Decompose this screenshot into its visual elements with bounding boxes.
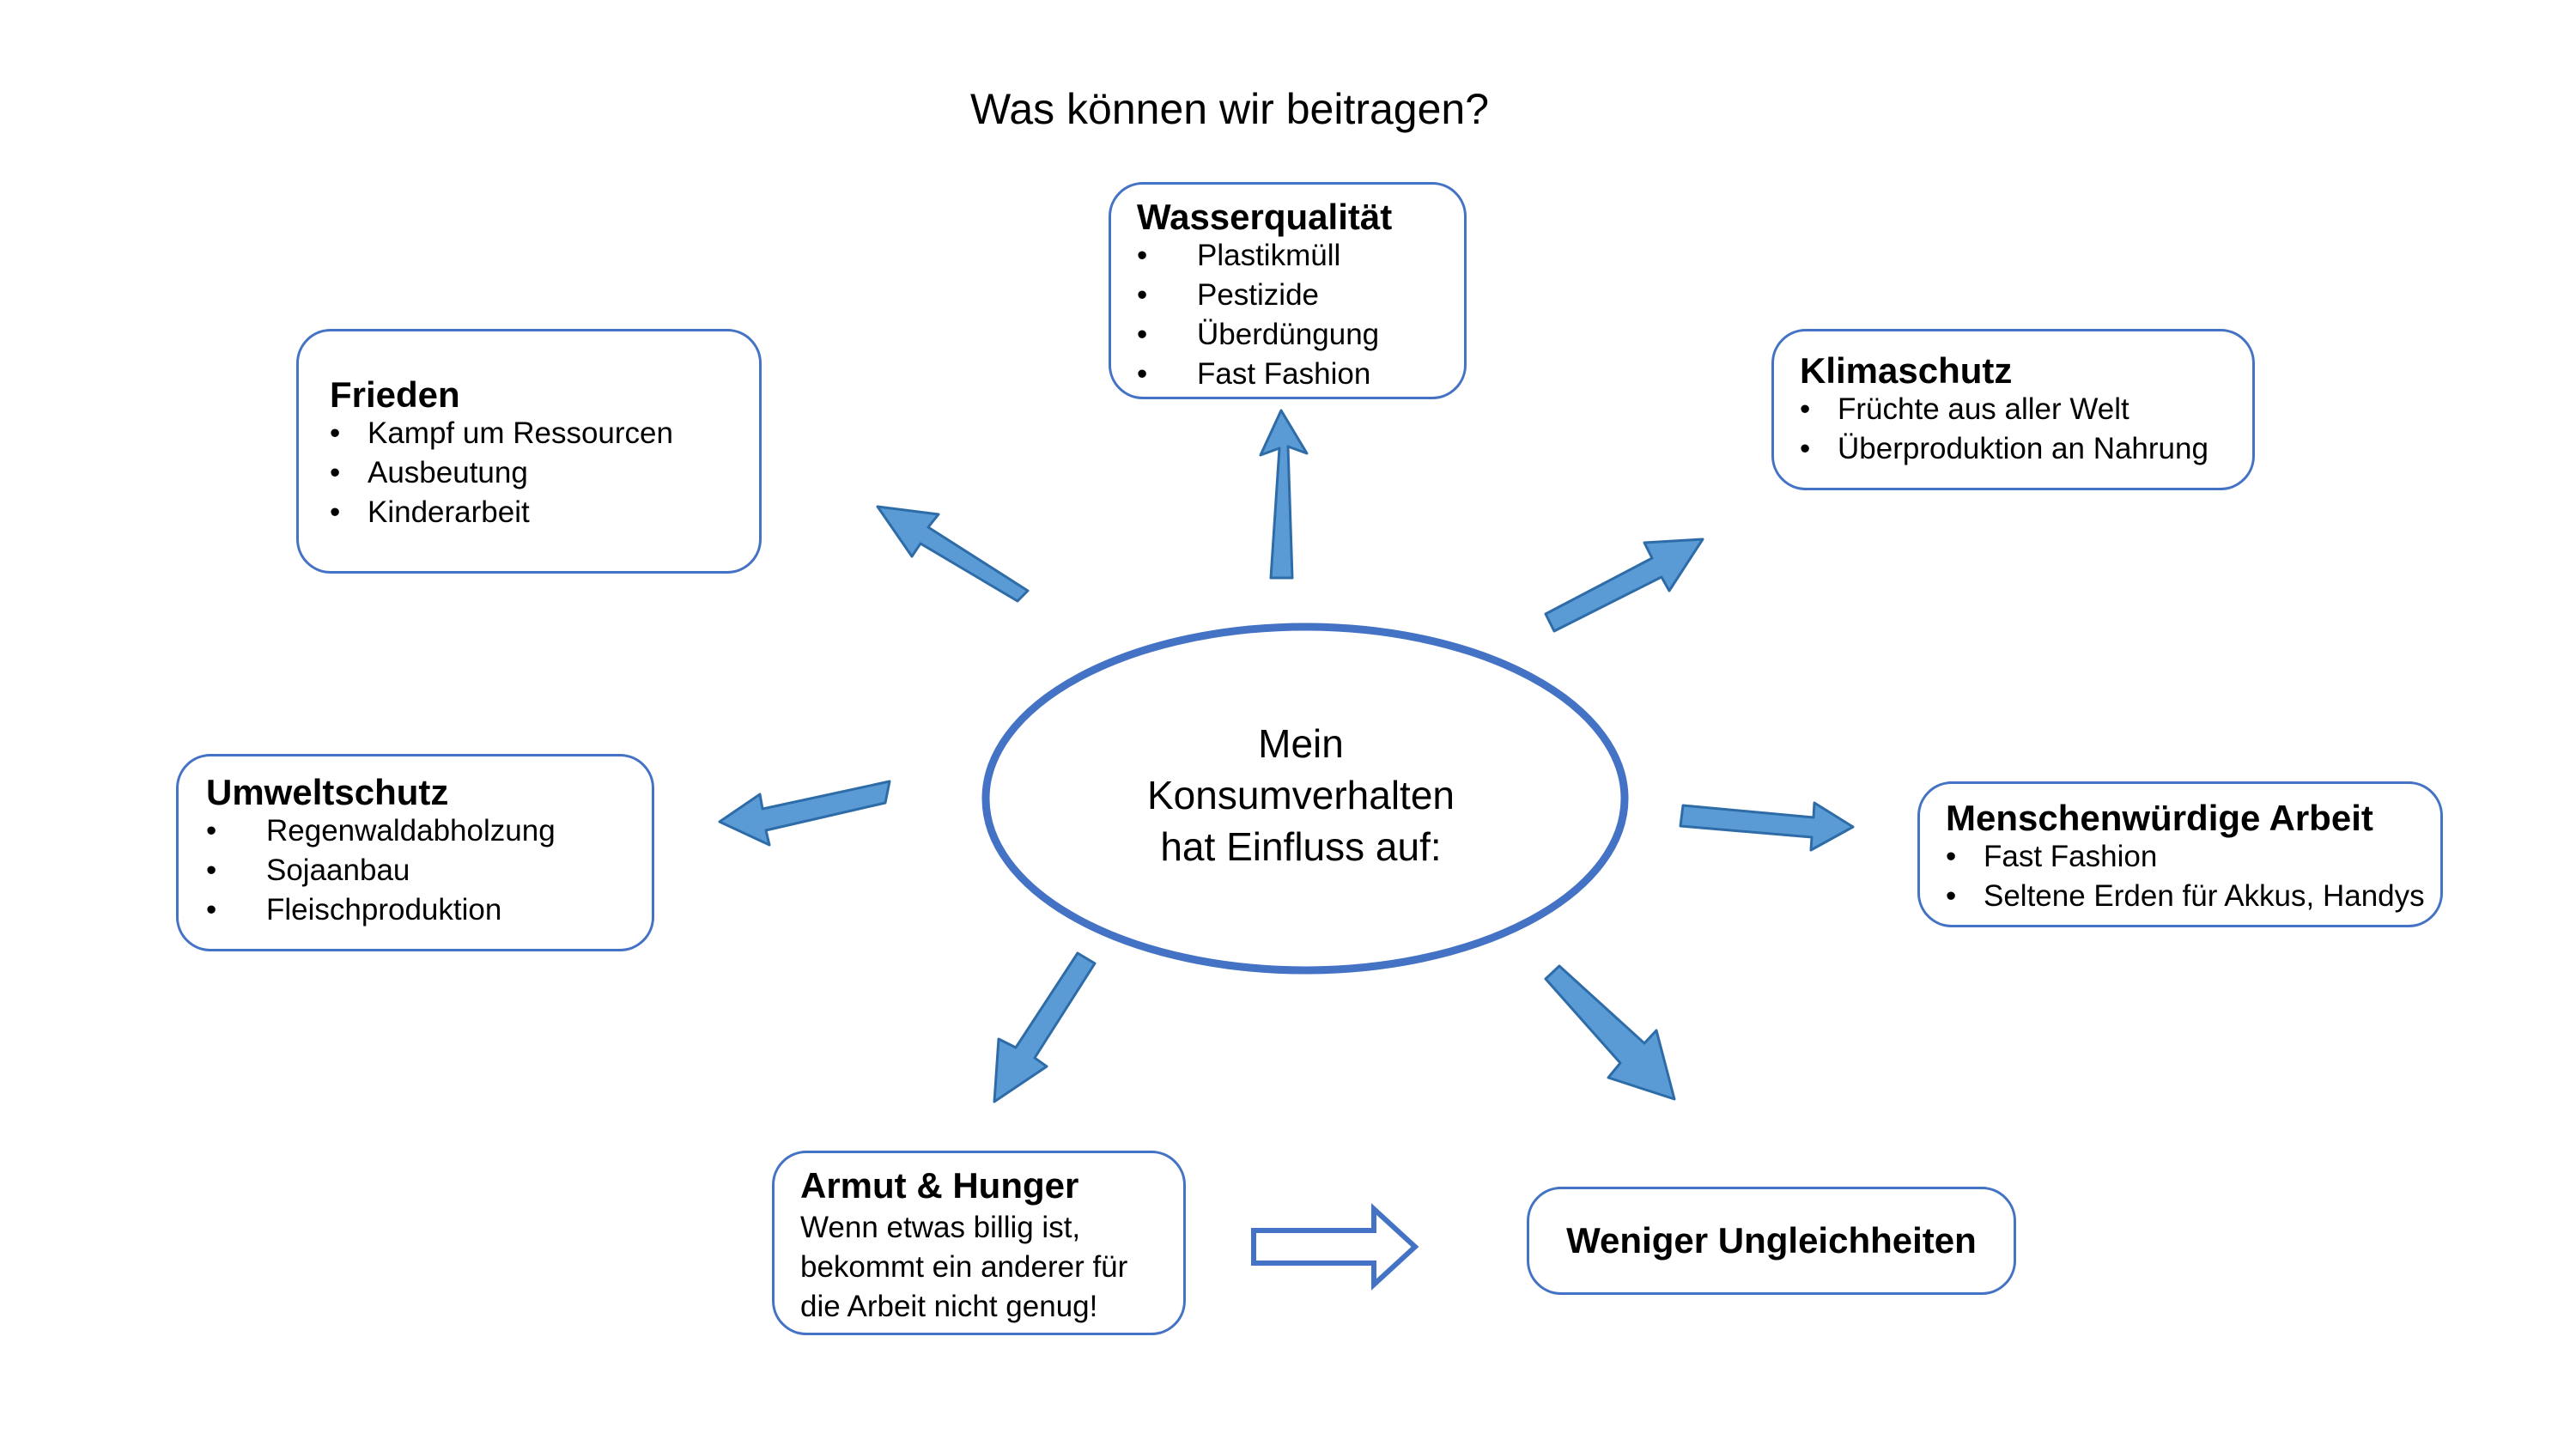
center-label: Mein Konsumverhalten hat Einfluss auf: <box>1022 718 1580 872</box>
box-text-line: Wenn etwas billig ist, <box>800 1211 1081 1244</box>
arrow-to-menschenwuerdige-arbeit <box>1679 801 1855 852</box>
arrow-to-armut-hunger <box>993 951 1097 1103</box>
list-item: Kampf um Ressourcen <box>330 414 759 453</box>
center-line: Mein <box>1258 721 1344 766</box>
arrow-armut-to-ungleichheiten <box>1251 1203 1419 1291</box>
bullet-list: Plastikmüll Pestizide Überdüngung Fast F… <box>1137 236 1464 394</box>
list-item: Fast Fashion <box>1137 355 1464 394</box>
bullet-list: Früchte aus aller Welt Überproduktion an… <box>1800 390 2252 469</box>
list-item: Fleischproduktion <box>206 890 652 930</box>
list-item: Regenwaldabholzung <box>206 811 652 851</box>
arrow-to-wasserqualitaet <box>1259 409 1309 580</box>
box-armut-hunger: Armut & Hunger Wenn etwas billig ist, be… <box>772 1151 1186 1335</box>
box-title: Wasserqualität <box>1137 197 1393 237</box>
arrow-to-weniger-ungleichheiten <box>1544 964 1676 1101</box>
list-item: Überdüngung <box>1137 315 1464 355</box>
arrow-to-frieden <box>876 505 1030 603</box>
box-title: Menschenwürdige Arbeit <box>1946 798 2373 838</box>
list-item: Plastikmüll <box>1137 236 1464 276</box>
list-item: Überproduktion an Nahrung <box>1800 429 2252 469</box>
center-line: Konsumverhalten <box>1147 773 1455 817</box>
box-title: Umweltschutz <box>206 772 449 812</box>
box-title: Weniger Ungleichheiten <box>1566 1220 1977 1261</box>
list-item: Früchte aus aller Welt <box>1800 390 2252 429</box>
bullet-list: Regenwaldabholzung Sojaanbau Fleischprod… <box>206 811 652 930</box>
arrow-to-klimaschutz <box>1544 538 1704 633</box>
arrow-to-umweltschutz <box>718 780 891 847</box>
center-line: hat Einfluss auf: <box>1160 824 1442 869</box>
box-text-line: die Arbeit nicht genug! <box>800 1290 1098 1323</box>
box-title: Klimaschutz <box>1800 350 2013 391</box>
list-item: Pestizide <box>1137 276 1464 315</box>
bullet-list: Kampf um Ressourcen Ausbeutung Kinderarb… <box>330 414 759 532</box>
box-title: Frieden <box>330 374 460 415</box>
box-weniger-ungleichheiten: Weniger Ungleichheiten <box>1527 1187 2016 1295</box>
box-frieden: Frieden Kampf um Ressourcen Ausbeutung K… <box>296 329 762 574</box>
box-klimaschutz: Klimaschutz Früchte aus aller Welt Überp… <box>1771 329 2255 490</box>
list-item: Fast Fashion <box>1946 837 2440 877</box>
diagram-title: Was können wir beitragen? <box>970 85 1490 133</box>
list-item: Sojaanbau <box>206 851 652 890</box>
center-ellipse <box>981 623 1629 975</box>
list-item: Seltene Erden für Akkus, Handys <box>1946 877 2440 916</box>
box-wasserqualitaet: Wasserqualität Plastikmüll Pestizide Übe… <box>1109 182 1467 399</box>
bullet-list: Fast Fashion Seltene Erden für Akkus, Ha… <box>1946 837 2440 916</box>
box-text-line: bekommt ein anderer für <box>800 1250 1128 1284</box>
list-item: Ausbeutung <box>330 453 759 493</box>
box-title: Armut & Hunger <box>800 1165 1079 1206</box>
box-umweltschutz: Umweltschutz Regenwaldabholzung Sojaanba… <box>176 754 654 951</box>
box-menschenwuerdige-arbeit: Menschenwürdige Arbeit Fast Fashion Selt… <box>1917 781 2443 927</box>
list-item: Kinderarbeit <box>330 493 759 532</box>
